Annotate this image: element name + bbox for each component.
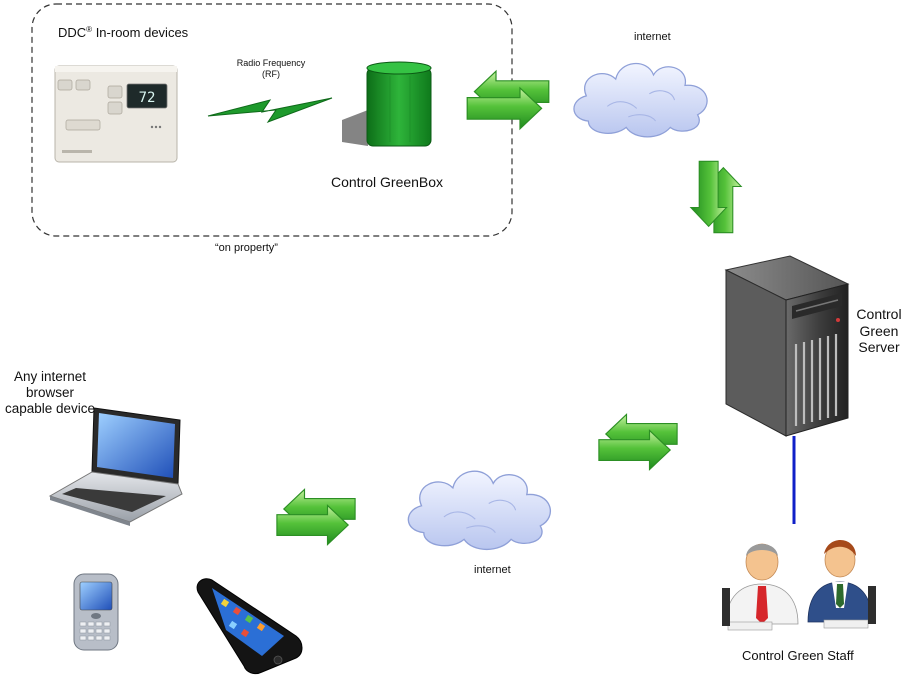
- internet-cloud-icon: [407, 470, 552, 551]
- on-property-title-rest: In-room devices: [92, 25, 189, 40]
- on-property-footer: “on property”: [215, 242, 278, 254]
- clients-label-line2: browser: [25, 384, 74, 400]
- radio-link-bolt-icon: [207, 97, 333, 124]
- thermostat-icon: [54, 65, 178, 163]
- clients-label-line1: Any internet: [13, 369, 87, 384]
- greenbox-icon: [342, 61, 432, 147]
- server-label-line2: Green: [859, 322, 899, 339]
- internet-cloud-icon: [573, 62, 708, 138]
- smartphone-keyboard-icon: [73, 573, 119, 651]
- staff-label: Control Green Staff: [742, 648, 854, 663]
- thermostat-display-value: 72: [138, 90, 156, 106]
- on-property-title: DDC® In-room devices: [58, 25, 188, 40]
- internet-top-label: internet: [634, 31, 671, 43]
- radio-link-line1: Radio Frequency: [236, 58, 306, 68]
- sync-arrows-icon: [276, 488, 356, 546]
- laptop-icon: [48, 407, 183, 526]
- radio-link-label: Radio Frequency (RF): [216, 58, 326, 79]
- sync-arrows-icon: [690, 160, 742, 234]
- staff-icon: [722, 539, 876, 631]
- server-label-line3: Server: [858, 339, 900, 356]
- greenbox-label: Control GreenBox: [331, 174, 444, 190]
- sync-arrows-icon: [466, 70, 550, 130]
- on-property-title-main: DDC: [58, 25, 87, 40]
- server-label-line1: Control: [856, 306, 902, 322]
- touch-phone-icon: [196, 578, 303, 675]
- internet-bottom-label: internet: [474, 564, 511, 576]
- clients-label: Any internet browser capable device: [2, 369, 98, 417]
- radio-link-line2: (RF): [262, 68, 280, 79]
- sync-arrows-icon: [598, 413, 678, 471]
- clients-label-line3: capable device: [4, 400, 96, 416]
- server-icon: [724, 255, 850, 437]
- registered-mark: ®: [86, 25, 93, 34]
- on-property-boundary: [31, 3, 513, 237]
- server-label: Control Green Server: [848, 306, 906, 356]
